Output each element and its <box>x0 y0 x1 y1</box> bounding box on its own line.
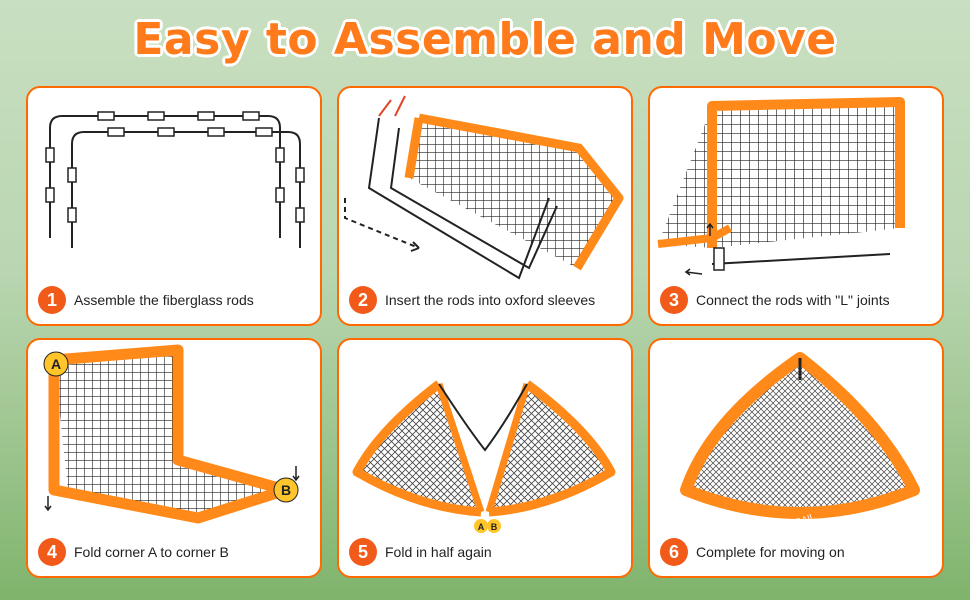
l-joints-illustration <box>657 97 905 276</box>
step-number-badge: 1 <box>38 286 66 314</box>
corner-a-label: A <box>478 522 485 532</box>
step-card-4: A B 4 Fold corner A to corner B <box>26 338 322 578</box>
fiberglass-rods-illustration <box>45 111 305 248</box>
corner-b-label: B <box>281 482 291 498</box>
step-card-2: 2 Insert the rods into oxford sleeves <box>337 86 633 326</box>
step-caption: Fold corner A to corner B <box>74 544 229 560</box>
step-number-badge: 5 <box>349 538 377 566</box>
folded-goal-illustration: BAGAIL <box>680 352 920 531</box>
step-caption: Complete for moving on <box>696 544 845 560</box>
step-4: 4 Fold corner A to corner B <box>38 538 229 566</box>
step-6: 6 Complete for moving on <box>660 538 845 566</box>
step-number-badge: 3 <box>660 286 688 314</box>
step-caption: Insert the rods into oxford sleeves <box>385 292 596 308</box>
step-1: 1 Assemble the fiberglass rods <box>38 286 254 314</box>
fold-in-half-illustration: A B <box>352 380 616 533</box>
step-number-badge: 2 <box>349 286 377 314</box>
fold-corners-illustration: A B <box>43 344 300 524</box>
step-2: 2 Insert the rods into oxford sleeves <box>349 286 595 314</box>
step-5: 5 Fold in half again <box>349 538 492 566</box>
step-card-6: BAGAIL 6 Complete for moving on <box>648 338 944 578</box>
step-caption: Assemble the fiberglass rods <box>74 292 254 308</box>
corner-b-label: B <box>491 522 498 532</box>
oxford-sleeves-illustration <box>344 95 624 280</box>
step-3: 3 Connect the rods with "L" joints <box>660 286 890 314</box>
step-card-5: A B 5 Fold in half again <box>337 338 633 578</box>
step-number-badge: 4 <box>38 538 66 566</box>
step-caption: Connect the rods with "L" joints <box>696 292 890 308</box>
step-card-3: 3 Connect the rods with "L" joints <box>648 86 944 326</box>
step-card-1: 1 Assemble the fiberglass rods <box>26 86 322 326</box>
step-caption: Fold in half again <box>385 544 492 560</box>
step-number-badge: 6 <box>660 538 688 566</box>
corner-a-label: A <box>51 356 61 372</box>
page-title: Easy to Assemble and Move <box>133 14 837 65</box>
